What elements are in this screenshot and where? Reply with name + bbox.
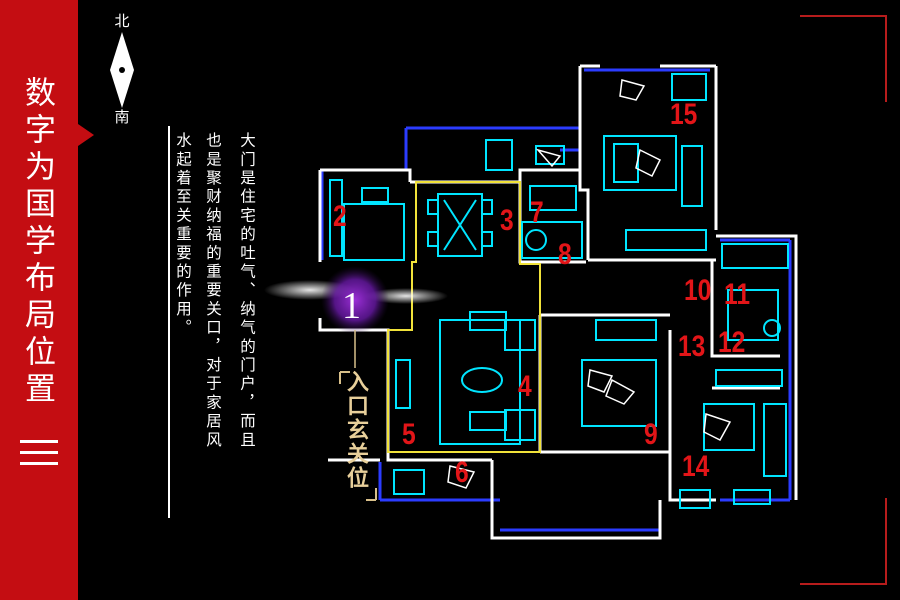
body-text-col-1: 大门是住宅的吐气、纳气的门户，而且 (238, 132, 256, 450)
room-label-14: 14 (682, 450, 710, 483)
compass-needle-icon (110, 32, 134, 108)
entrance-number: 1 (342, 285, 361, 327)
section-title: 数字为国学布局位置 (19, 76, 55, 409)
section-number-glyph (20, 440, 58, 473)
body-text-col-2: 也是聚财纳福的重要关口，对于家居风 (204, 132, 222, 450)
entrance-glow (321, 266, 389, 334)
room-label-4: 4 (518, 370, 532, 403)
room-label-9: 9 (644, 418, 658, 451)
south-label: 南 (114, 108, 130, 126)
north-label: 北 (114, 12, 130, 30)
room-label-5: 5 (402, 418, 416, 451)
room-label-3: 3 (500, 204, 514, 237)
text-rule-left (168, 126, 170, 518)
entrance-caption: 入口玄关位 (343, 370, 369, 490)
room-label-8: 8 (558, 238, 572, 271)
room-label-6: 6 (455, 456, 469, 489)
caption-bracket-top (339, 371, 350, 384)
room-label-7: 7 (530, 196, 544, 229)
sidebar-arrow (78, 124, 94, 146)
room-label-10: 10 (684, 274, 712, 307)
room-label-15: 15 (670, 98, 698, 131)
room-label-12: 12 (718, 326, 746, 359)
decor (447, 79, 732, 489)
room-label-13: 13 (678, 330, 706, 363)
window-outlines (320, 68, 792, 532)
room-label-11: 11 (724, 278, 751, 311)
furniture (329, 73, 789, 509)
body-text-col-3: 水起着至关重要的作用。 (174, 132, 192, 338)
living-area-highlight (387, 181, 541, 453)
compass: 北 南 (104, 10, 140, 126)
caption-bracket-bottom (366, 488, 377, 501)
room-label-2: 2 (333, 200, 347, 233)
sidebar (0, 0, 78, 600)
